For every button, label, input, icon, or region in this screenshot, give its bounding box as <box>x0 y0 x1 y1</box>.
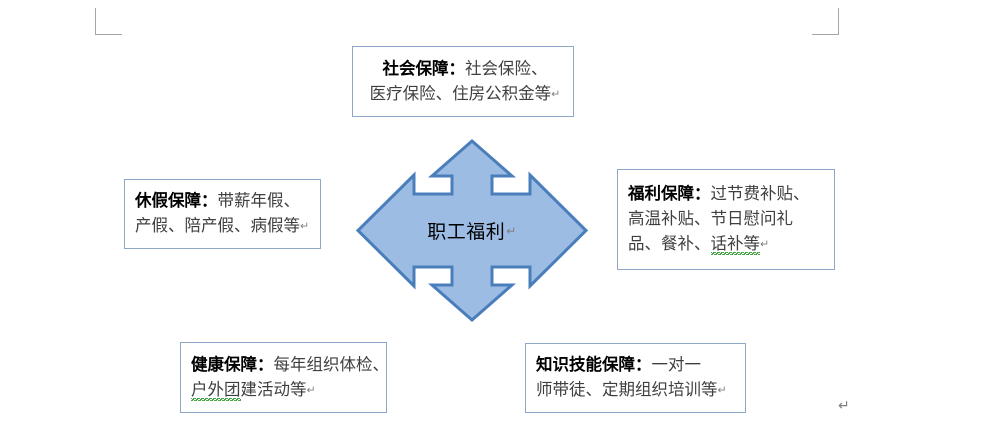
textbox-body: 一对一 <box>651 355 702 375</box>
textbox-body: 过节费补贴、 <box>710 184 810 204</box>
return-mark: ↵ <box>551 88 561 101</box>
textbox-body: 建活动等 <box>240 379 307 399</box>
textbox-heading: 休假保障： <box>135 191 218 211</box>
textbox-line: 医疗保险、住房公积金等↵ <box>360 81 567 108</box>
textbox-body: 产假、陪产假、病假等 <box>135 216 300 236</box>
textbox-body: 每年组织体检、 <box>273 354 390 374</box>
textbox-body: 带薪年假、 <box>217 191 301 211</box>
textbox-heading: 福利保障： <box>628 184 711 204</box>
textbox-heading: 社会保障： <box>382 58 466 78</box>
return-mark: ↵ <box>306 384 316 397</box>
textbox-body: 师带徒、定期组织培训等 <box>536 380 718 400</box>
textbox-knowledge-skill-security[interactable]: 知识技能保障：一对一 师带徒、定期组织培训等↵ <box>525 343 746 413</box>
textbox-heading: 健康保障： <box>191 354 274 374</box>
four-way-arrow-icon <box>355 139 589 322</box>
textbox-line: 社会保障：社会保险、 <box>373 56 554 81</box>
textbox-line: 健康保障：每年组织体检、 <box>181 352 389 377</box>
textbox-line: 高温补贴、节日慰问礼 <box>618 206 834 231</box>
textbox-body: 医疗保险、住房公积金等 <box>369 83 552 103</box>
textbox-line: 知识技能保障：一对一 <box>526 352 745 377</box>
spellcheck-underlined-text: 户外团 <box>191 379 241 401</box>
textbox-health-security[interactable]: 健康保障：每年组织体检、 户外团建活动等↵ <box>180 342 389 413</box>
textbox-line: 品、餐补、话补等↵ <box>618 231 834 258</box>
four-way-arrow-shape[interactable]: 职工福利↵ <box>354 139 590 322</box>
textbox-vacation-security[interactable]: 休假保障：带薪年假、 产假、陪产假、病假等↵ <box>124 179 321 249</box>
textbox-body: 社会保险、 <box>465 58 548 78</box>
textbox-line: 师带徒、定期组织培训等↵ <box>526 377 745 404</box>
margin-mark-top-left <box>95 8 122 35</box>
paragraph-return-mark: ↵ <box>838 397 850 413</box>
textbox-body: 品、餐补、 <box>628 234 711 254</box>
textbox-line: 福利保障：过节费补贴、 <box>618 181 834 206</box>
textbox-body: 高温补贴、节日慰问礼 <box>628 209 793 229</box>
textbox-social-security[interactable]: 社会保障：社会保险、 医疗保险、住房公积金等↵ <box>352 46 574 117</box>
spellcheck-underlined-text: 话补等 <box>710 234 760 256</box>
return-mark: ↵ <box>300 220 310 233</box>
textbox-line: 休假保障：带薪年假、 <box>125 188 320 213</box>
textbox-heading: 知识技能保障： <box>536 355 652 375</box>
margin-mark-top-right <box>812 8 839 35</box>
return-mark: ↵ <box>760 238 770 251</box>
textbox-line: 户外团建活动等↵ <box>181 377 386 404</box>
textbox-line: 产假、陪产假、病假等↵ <box>125 213 320 240</box>
return-mark: ↵ <box>717 384 727 397</box>
textbox-welfare-security[interactable]: 福利保障：过节费补贴、 高温补贴、节日慰问礼 品、餐补、话补等↵ <box>617 169 835 270</box>
